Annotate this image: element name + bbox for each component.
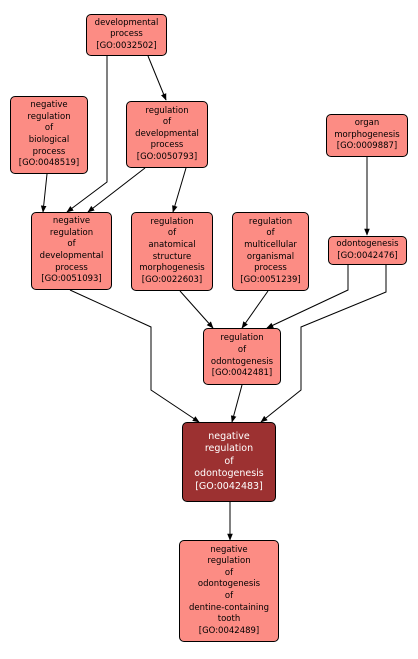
node-label-line: multicellular <box>244 239 297 250</box>
node-negative-regulation-of-developmental-process[interactable]: negative regulation of developmental pro… <box>31 212 112 290</box>
node-label-line: process <box>32 146 66 157</box>
node-label-line: odontogenesis <box>336 238 399 249</box>
node-label-line: structure <box>152 251 192 262</box>
node-label-line: [GO:0051239] <box>240 274 301 285</box>
node-label-line: developmental <box>39 251 104 261</box>
edge-n7-n9 <box>241 290 269 329</box>
node-label-line: tooth <box>217 614 241 625</box>
node-negative-regulation-of-odontogenesis-of-dentine-containing-tooth[interactable]: negative regulation of odontogenesis of … <box>179 540 279 642</box>
edge-n5-n10 <box>69 289 200 423</box>
node-label-line: [GO:0051093] <box>41 274 102 285</box>
node-label-line: [GO:0048519] <box>18 158 80 169</box>
edge-n1-n5 <box>66 56 108 213</box>
node-label-line: of <box>44 123 54 134</box>
node-label-line: organismal <box>246 251 295 262</box>
node-negative-regulation-of-biological-process[interactable]: negative regulation of biological proces… <box>10 96 88 174</box>
node-label-line: negative <box>210 544 248 555</box>
node-label-line: regulation <box>145 105 189 116</box>
node-developmental-process[interactable]: developmental process [GO:0032502] <box>86 14 167 56</box>
node-label-line: regulation <box>204 443 254 455</box>
node-regulation-of-odontogenesis[interactable]: regulation of odontogenesis [GO:0042481] <box>203 328 281 385</box>
node-negative-regulation-of-odontogenesis[interactable]: negative regulation of odontogenesis [GO… <box>182 422 276 502</box>
node-label-line: process <box>55 262 88 273</box>
node-label-line: negative <box>52 216 91 227</box>
node-label-line: process <box>150 140 184 151</box>
node-label-line: odontogenesis <box>194 468 264 480</box>
node-label-line: biological <box>28 135 70 145</box>
node-label-line: negative <box>208 430 250 442</box>
node-label-line: [GO:0042476] <box>337 250 398 261</box>
node-label-line: [GO:0042489] <box>198 625 260 636</box>
node-label-line: morphogenesis <box>139 263 205 274</box>
node-regulation-of-multicellular-organismal-process[interactable]: regulation of multicellular organismal p… <box>232 212 309 291</box>
node-label-line: organ <box>354 118 380 129</box>
node-regulation-of-anatomical-structure-morphogenesis[interactable]: regulation of anatomical structure morph… <box>131 212 213 291</box>
edge-n1-n3 <box>147 55 167 101</box>
node-label-line: process <box>254 263 287 274</box>
node-label-line: developmental <box>135 128 199 139</box>
node-label-line: [GO:0050793] <box>136 151 198 162</box>
node-label-line: of <box>237 344 247 355</box>
node-label-line: [GO:0032502] <box>96 40 157 51</box>
node-label-line: of <box>162 117 172 128</box>
node-label-line: process <box>110 29 143 40</box>
node-label-line: regulation <box>207 556 251 567</box>
node-label-line: of <box>224 591 234 601</box>
node-label-line: morphogenesis <box>334 129 400 140</box>
node-label-line: regulation <box>248 216 293 227</box>
edge-n8-n9 <box>266 265 349 329</box>
node-label-line: [GO:0042481] <box>211 368 273 379</box>
node-label-line: regulation <box>27 111 71 122</box>
node-label-line: anatomical <box>148 239 196 250</box>
node-label-line: [GO:0042483] <box>195 480 263 492</box>
node-regulation-of-developmental-process[interactable]: regulation of developmental process [GO:… <box>126 101 208 168</box>
node-label-line: of <box>224 567 234 578</box>
edge-n9-n10 <box>230 384 243 423</box>
node-label-line: odontogenesis <box>210 356 274 367</box>
node-label-line: dentine-containing <box>188 602 270 613</box>
node-label-line: of <box>167 228 177 239</box>
edge-n3-n5 <box>87 167 146 213</box>
node-label-line: negative <box>30 100 68 111</box>
node-label-line: developmental <box>94 17 159 28</box>
node-label-line: of <box>224 455 234 467</box>
node-label-line: of <box>266 228 275 239</box>
edge-n8-n10 <box>260 265 387 423</box>
node-label-line: [GO:0009887] <box>336 141 398 152</box>
node-label-line: regulation <box>220 333 264 344</box>
edge-n2-n5 <box>40 173 48 213</box>
node-label-line: odontogenesis <box>197 579 261 590</box>
node-label-line: regulation <box>150 216 194 227</box>
edge-n3-n6 <box>172 167 187 213</box>
node-organ-morphogenesis[interactable]: organ morphogenesis [GO:0009887] <box>326 114 408 157</box>
node-label-line: of <box>67 239 76 250</box>
node-odontogenesis[interactable]: odontogenesis [GO:0042476] <box>328 236 407 265</box>
edge-n6-n9 <box>179 290 214 329</box>
node-label-line: [GO:0022603] <box>141 274 203 285</box>
node-label-line: regulation <box>49 227 94 238</box>
